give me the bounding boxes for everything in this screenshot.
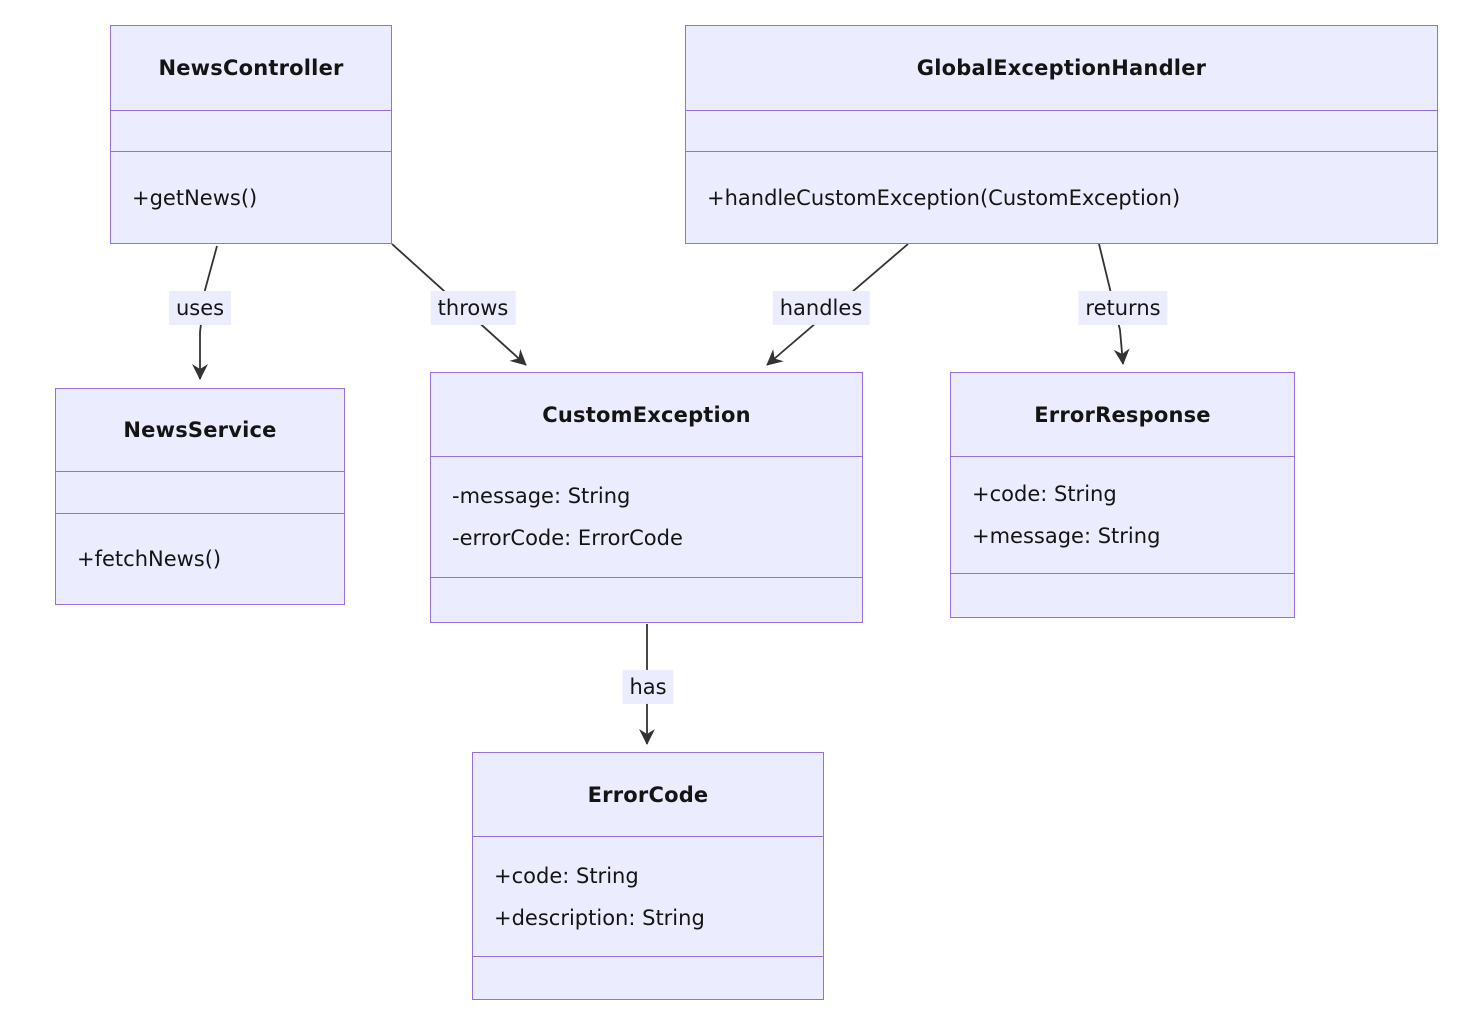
edge-label-uses: uses [168,290,232,326]
class-attribute: +message: String [972,524,1161,548]
class-methods-section: +handleCustomException(CustomException) [686,151,1437,243]
class-attribute: +description: String [494,905,705,930]
class-title: NewsService [123,418,277,442]
class-attributes-section: -message: String -errorCode: ErrorCode [431,456,862,577]
class-node-errorresponse: ErrorResponse +code: String +message: St… [950,372,1295,618]
class-node-globalexceptionhandler: GlobalExceptionHandler +handleCustomExce… [685,25,1438,244]
class-methods-section [431,577,862,622]
class-title: NewsController [158,56,344,80]
class-node-customexception: CustomException -message: String -errorC… [430,372,863,623]
class-methods-section [473,956,823,999]
class-node-newsservice: NewsService +fetchNews() [55,388,345,605]
class-attributes-section: +code: String +message: String [951,456,1294,573]
class-title: CustomException [542,402,751,427]
class-method: +getNews() [132,185,258,210]
class-attribute: -errorCode: ErrorCode [452,526,683,550]
class-title: ErrorCode [587,782,709,807]
edge-label-has: has [622,669,674,705]
class-attribute: +code: String [494,863,639,888]
edge-label-handles: handles [772,290,870,326]
class-title: GlobalExceptionHandler [916,56,1207,80]
edge-label-throws: throws [430,290,516,326]
edge-label-returns: returns [1078,290,1168,326]
class-methods-section [951,573,1294,617]
class-methods-section: +fetchNews() [56,513,344,604]
class-method: +fetchNews() [77,547,222,571]
class-attributes-section: +code: String +description: String [473,836,823,956]
class-attributes-section [111,110,391,151]
class-title: ErrorResponse [1034,402,1211,427]
class-method: +handleCustomException(CustomException) [707,185,1181,210]
class-attributes-section [686,110,1437,151]
class-attributes-section [56,471,344,513]
class-attribute: -message: String [452,484,631,508]
class-node-newscontroller: NewsController +getNews() [110,25,392,244]
class-node-errorcode: ErrorCode +code: String +description: St… [472,752,824,1000]
class-methods-section: +getNews() [111,151,391,243]
class-attribute: +code: String [972,482,1117,506]
